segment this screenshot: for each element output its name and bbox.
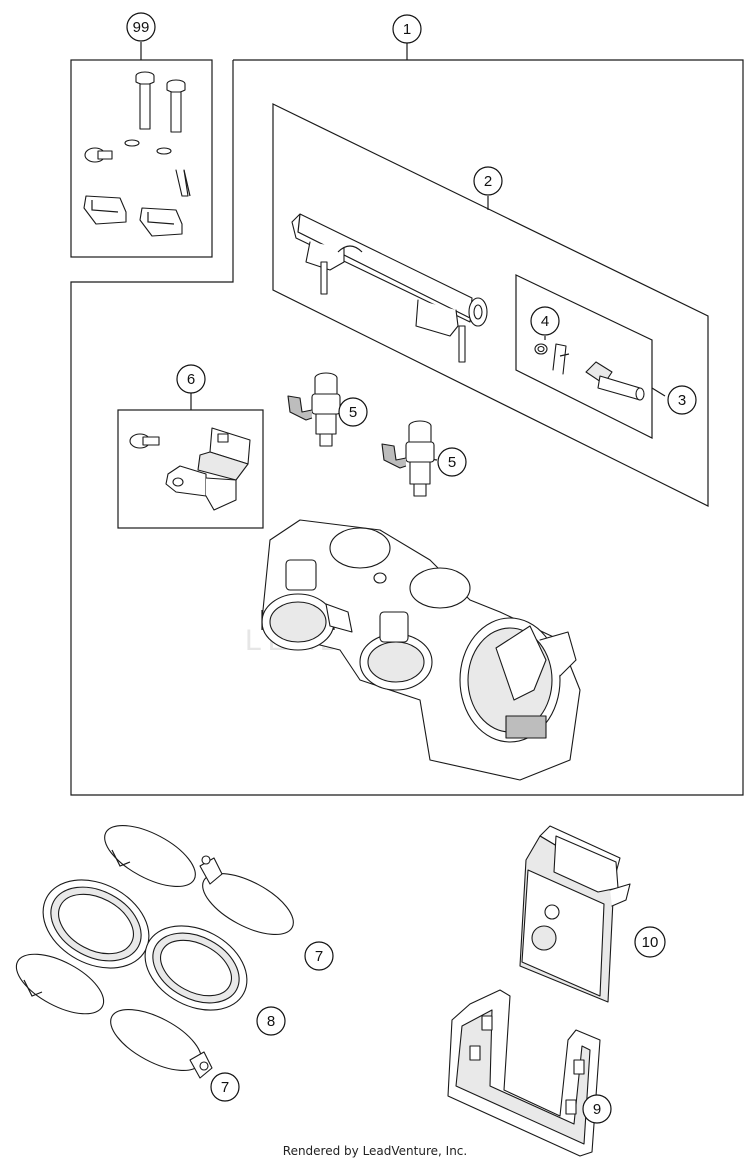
svg-text:5: 5 xyxy=(349,404,357,421)
fuel-rail-2-box xyxy=(272,103,709,507)
throttle-body-assembly xyxy=(261,519,581,781)
sensor-bolt xyxy=(129,433,160,449)
ecu-bracket xyxy=(447,989,601,1157)
washer-small-1 xyxy=(124,139,140,147)
svg-text:2: 2 xyxy=(484,173,492,190)
callout-6: 6 xyxy=(176,364,206,394)
intake-boot-2 xyxy=(144,925,248,1011)
svg-text:9: 9 xyxy=(593,1101,601,1118)
washer-small-2 xyxy=(156,147,172,155)
bolt-long-2 xyxy=(166,79,186,133)
footer-credit: Rendered by LeadVenture, Inc. xyxy=(283,1144,467,1158)
svg-text:8: 8 xyxy=(267,1013,275,1030)
bolt-short-99 xyxy=(84,147,113,163)
callout-5-upper: 5 xyxy=(338,397,368,427)
callout-3: 3 xyxy=(667,385,697,415)
hose-clamp-upper-1 xyxy=(104,824,196,888)
quick-connector-3 xyxy=(585,361,645,401)
callout-99: 99 xyxy=(126,12,156,42)
wire-clip-99 xyxy=(175,169,191,197)
svg-text:99: 99 xyxy=(133,19,150,36)
callout-8: 8 xyxy=(256,1006,286,1036)
callout-9: 9 xyxy=(582,1094,612,1124)
assembly-1-frame xyxy=(70,59,744,796)
svg-text:7: 7 xyxy=(315,948,323,965)
hose-clamp-upper-2 xyxy=(199,855,294,936)
callout-5-lower: 5 xyxy=(437,447,467,477)
svg-text:4: 4 xyxy=(541,313,549,330)
leader-lines xyxy=(140,42,666,461)
callout-2: 2 xyxy=(473,166,503,196)
callout-1: 1 xyxy=(392,14,422,44)
map-sensor xyxy=(165,427,251,511)
svg-text:6: 6 xyxy=(187,371,195,388)
callout-7-lower: 7 xyxy=(210,1072,240,1102)
svg-text:7: 7 xyxy=(221,1079,229,1096)
svg-text:5: 5 xyxy=(448,454,456,471)
bolt-long-1 xyxy=(135,71,155,130)
hose-clamp-lower-2 xyxy=(110,1008,213,1079)
retaining-clip-4 xyxy=(552,343,570,375)
callout-10: 10 xyxy=(634,926,666,958)
ecu-unit xyxy=(519,825,631,1003)
svg-text:1: 1 xyxy=(403,21,411,38)
callout-4: 4 xyxy=(530,306,560,336)
hose-clamp-lower-1 xyxy=(15,953,105,1015)
fuel-injector-2 xyxy=(381,420,435,497)
callout-7-upper: 7 xyxy=(304,941,334,971)
o-ring-4 xyxy=(534,343,548,355)
spring-clip-2 xyxy=(139,207,183,237)
svg-text:10: 10 xyxy=(642,934,659,951)
spring-clip-1 xyxy=(83,195,127,225)
connector-3-box xyxy=(515,274,653,439)
fuel-rail xyxy=(291,213,488,363)
svg-text:3: 3 xyxy=(678,392,686,409)
fuel-injector-1 xyxy=(287,372,341,447)
